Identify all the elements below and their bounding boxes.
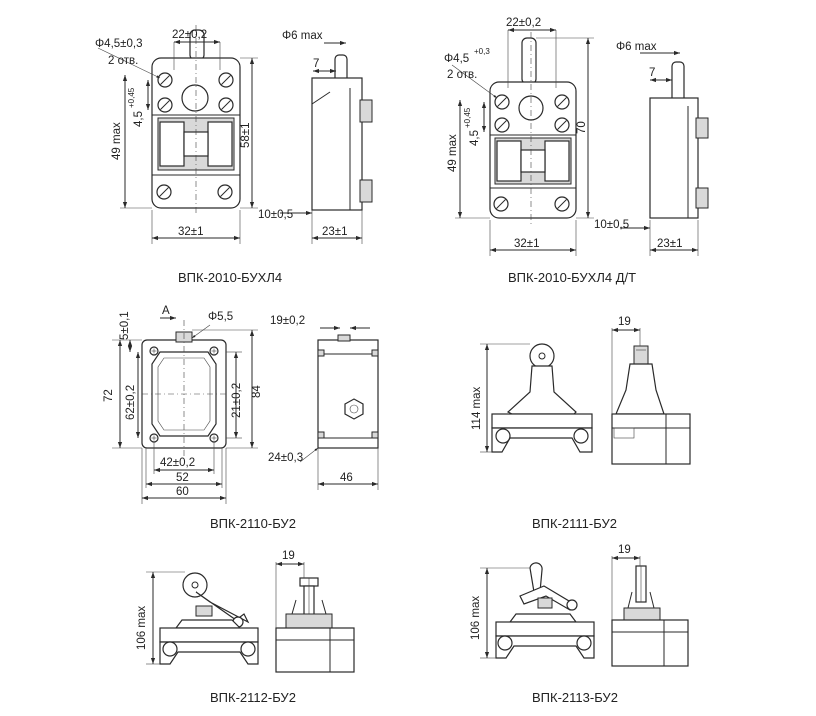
dim-offset: 4,5 — [469, 130, 481, 146]
front-view — [489, 32, 577, 224]
dim-rod-off: 7 — [649, 67, 655, 79]
dim-holes-count: 2 отв. — [447, 69, 477, 81]
drawing-vpk-2111-bu2: 114 max 19 ВПК-2111-БУ2 — [471, 316, 691, 531]
dim-height-max: 114 max — [471, 386, 483, 430]
dimensions — [146, 561, 305, 665]
dimensions — [480, 327, 641, 453]
side-view — [317, 334, 379, 449]
front-view — [495, 562, 595, 659]
dim-holes-count: 2 отв. — [108, 55, 138, 67]
dim-offset-tol: +0,45 — [463, 107, 472, 128]
dim-pitch-h: 42±0,2 — [160, 457, 195, 469]
dim-side-top: 19±0,2 — [270, 315, 305, 327]
drawing-vpk-2010-buhl4-dt: 22±0,2 Φ4,5 +0,3 2 отв. 4,5 +0,45 49 max… — [444, 17, 709, 285]
side-view — [611, 565, 689, 667]
dim-rod-dia: Φ6 max — [282, 30, 323, 42]
front-view — [151, 25, 241, 215]
drawing-vpk-2112-bu2: 106 max 19 ВПК-2112-БУ2 — [136, 550, 355, 705]
dim-height-max: 49 max — [111, 122, 123, 160]
drawing-vpk-2110-bu2: 5±0,1 A Φ5,5 72 62±0,2 21±0,2 84 42±0,2 … — [103, 305, 379, 531]
front-view — [159, 572, 259, 665]
dim-offset: 19 — [282, 550, 295, 562]
dim-hole: Φ5,5 — [208, 311, 233, 323]
dim-depth: 23±1 — [657, 238, 683, 250]
drawing-vpk-2113-bu2: 106 max 19 ВПК-2113-БУ2 — [470, 544, 689, 705]
drawing-vpk-2010-buhl4: 22±0,2 Φ4,5±0,3 2 отв. 4,5 +0,45 49 max … — [95, 25, 373, 285]
dim-rod-off: 7 — [313, 58, 319, 70]
dim-view: A — [162, 305, 170, 317]
caption-vpk-2110-bu2: ВПК-2110-БУ2 — [210, 516, 296, 531]
dim-side-w: 46 — [340, 472, 353, 484]
front-view — [141, 320, 227, 456]
dimension-labels: 106 max 19 — [136, 550, 295, 650]
dimensions — [97, 39, 363, 244]
dimension-labels: 5±0,1 A Φ5,5 72 62±0,2 21±0,2 84 42±0,2 … — [103, 305, 353, 498]
dim-w1: 52 — [176, 472, 189, 484]
side-view — [649, 61, 709, 219]
dim-offset: 19 — [618, 316, 631, 328]
dim-height-max: 106 max — [136, 606, 148, 650]
dimension-labels: 106 max 19 — [470, 544, 631, 640]
dim-side-h: 24±0,3 — [268, 452, 303, 464]
dim-hole-tol: +0,3 — [474, 47, 490, 56]
dim-outer: 84 — [251, 385, 263, 398]
front-view — [491, 343, 593, 453]
caption-vpk-2112-bu2: ВПК-2112-БУ2 — [210, 690, 296, 705]
dim-pitch-v: 62±0,2 — [125, 385, 137, 420]
dim-pitch: 22±0,2 — [506, 17, 541, 29]
dim-offset: 4,5 — [133, 111, 145, 127]
dim-height-max: 49 max — [447, 134, 459, 172]
caption-vpk-2010-buhl4-dt: ВПК-2010-БУХЛ4 Д/Т — [508, 270, 636, 285]
dim-w2: 60 — [176, 486, 189, 498]
dim-depth: 23±1 — [322, 226, 348, 238]
caption-vpk-2113-bu2: ВПК-2113-БУ2 — [532, 690, 618, 705]
side-view — [311, 54, 373, 211]
dim-top: 5±0,1 — [119, 311, 131, 340]
dimension-labels: 22±0,2 Φ4,5±0,3 2 отв. 4,5 +0,45 49 max … — [95, 29, 348, 238]
dim-rod-dia: Φ6 max — [616, 41, 657, 53]
dimension-labels: 114 max 19 — [471, 316, 631, 430]
dim-pitch: 22±0,2 — [172, 29, 207, 41]
dim-height: 72 — [103, 389, 115, 402]
dimension-labels: 22±0,2 Φ4,5 +0,3 2 отв. 4,5 +0,45 49 max… — [444, 17, 683, 250]
dimensions — [112, 315, 379, 504]
dimensions — [451, 27, 699, 256]
dimensions — [480, 555, 641, 659]
caption-vpk-2111-bu2: ВПК-2111-БУ2 — [532, 516, 617, 531]
dim-hole: Φ4,5±0,3 — [95, 38, 142, 50]
side-view — [275, 577, 355, 673]
dim-hole: Φ4,5 — [444, 53, 469, 65]
dim-offset-tol: +0,45 — [127, 87, 136, 108]
dim-offset: 19 — [618, 544, 631, 556]
dim-height-max: 106 max — [470, 596, 482, 640]
dim-inner: 21±0,2 — [231, 383, 243, 418]
dim-width: 32±1 — [514, 238, 540, 250]
dim-width: 32±1 — [178, 226, 204, 238]
dim-base: 10±0,5 — [258, 209, 293, 221]
side-view — [611, 345, 691, 465]
dim-height: 70 — [576, 121, 588, 134]
dim-height: 58±1 — [240, 123, 252, 149]
dim-base: 10±0,5 — [594, 219, 629, 231]
caption-vpk-2010-buhl4: ВПК-2010-БУХЛ4 — [178, 270, 282, 285]
